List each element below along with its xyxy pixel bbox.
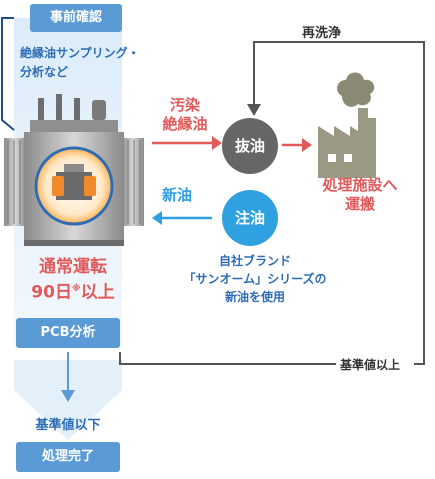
- above-standard-text: 基準値以上: [340, 358, 401, 372]
- rewash-label: 再洗浄: [302, 22, 341, 41]
- transformer-icon: [4, 94, 144, 246]
- new-oil-label: 新油: [162, 184, 192, 205]
- sampling-line2: 分析など: [20, 65, 69, 79]
- rewash-loop-line: [119, 41, 425, 365]
- brand-note: 自社ブランド 「サンオーム」シリーズの 新油を使用: [160, 252, 350, 306]
- new-oil-text: 新油: [162, 186, 193, 204]
- below-standard-label: 基準値以下: [14, 414, 122, 433]
- extract-oil-circle: 抜油: [222, 118, 278, 174]
- complete-box: 処理完了: [16, 442, 120, 472]
- pcb-down-arrow-head: [61, 390, 75, 402]
- brand-line1: 自社ブランド: [218, 254, 291, 268]
- pcb-analysis-box: PCB分析: [16, 318, 120, 348]
- normal-line2: 90日※以上: [18, 278, 128, 304]
- normal-days: 90日: [31, 282, 72, 303]
- sampling-text: 絶縁油サンプリング・ 分析など: [20, 44, 140, 82]
- below-standard-text: 基準値以下: [35, 418, 101, 433]
- contaminated-line2: 絶縁油: [162, 115, 208, 133]
- sampling-connector-line: [1, 17, 15, 131]
- complete-label: 処理完了: [41, 449, 94, 464]
- sampling-line1: 絶縁油サンプリング・: [20, 46, 140, 60]
- precheck-label: 事前確認: [49, 10, 102, 25]
- above-standard-label: 基準値以上: [340, 356, 400, 373]
- transport-line1: 処理施設へ: [322, 176, 398, 194]
- inject-oil-circle: 注油: [222, 190, 278, 246]
- extract-label: 抜油: [234, 137, 265, 155]
- rewash-text: 再洗浄: [302, 26, 342, 41]
- brand-line2: 「サンオーム」シリーズの: [183, 272, 327, 286]
- contaminated-arrow-head: [212, 136, 222, 150]
- transport-label: 処理施設へ 運搬: [300, 176, 420, 214]
- brand-line3: 新油を使用: [224, 290, 285, 304]
- normal-line1: 通常運転: [39, 257, 107, 277]
- precheck-box: 事前確認: [30, 4, 122, 32]
- factory-icon: [318, 72, 376, 178]
- transport-arrow-head: [302, 138, 312, 152]
- normal-note-mark: ※: [71, 284, 81, 294]
- inject-label: 注油: [234, 209, 265, 227]
- contaminated-oil-label: 汚染 絶縁油: [150, 96, 220, 134]
- transport-line2: 運搬: [344, 195, 375, 213]
- normal-tail: 以上: [80, 282, 115, 303]
- contaminated-line1: 汚染: [169, 96, 200, 114]
- rewash-arrow-head: [247, 104, 261, 116]
- new-oil-arrow-head: [152, 211, 162, 225]
- normal-operation-text: 通常運転 90日※以上: [18, 256, 128, 304]
- pcb-analysis-label: PCB分析: [40, 325, 96, 340]
